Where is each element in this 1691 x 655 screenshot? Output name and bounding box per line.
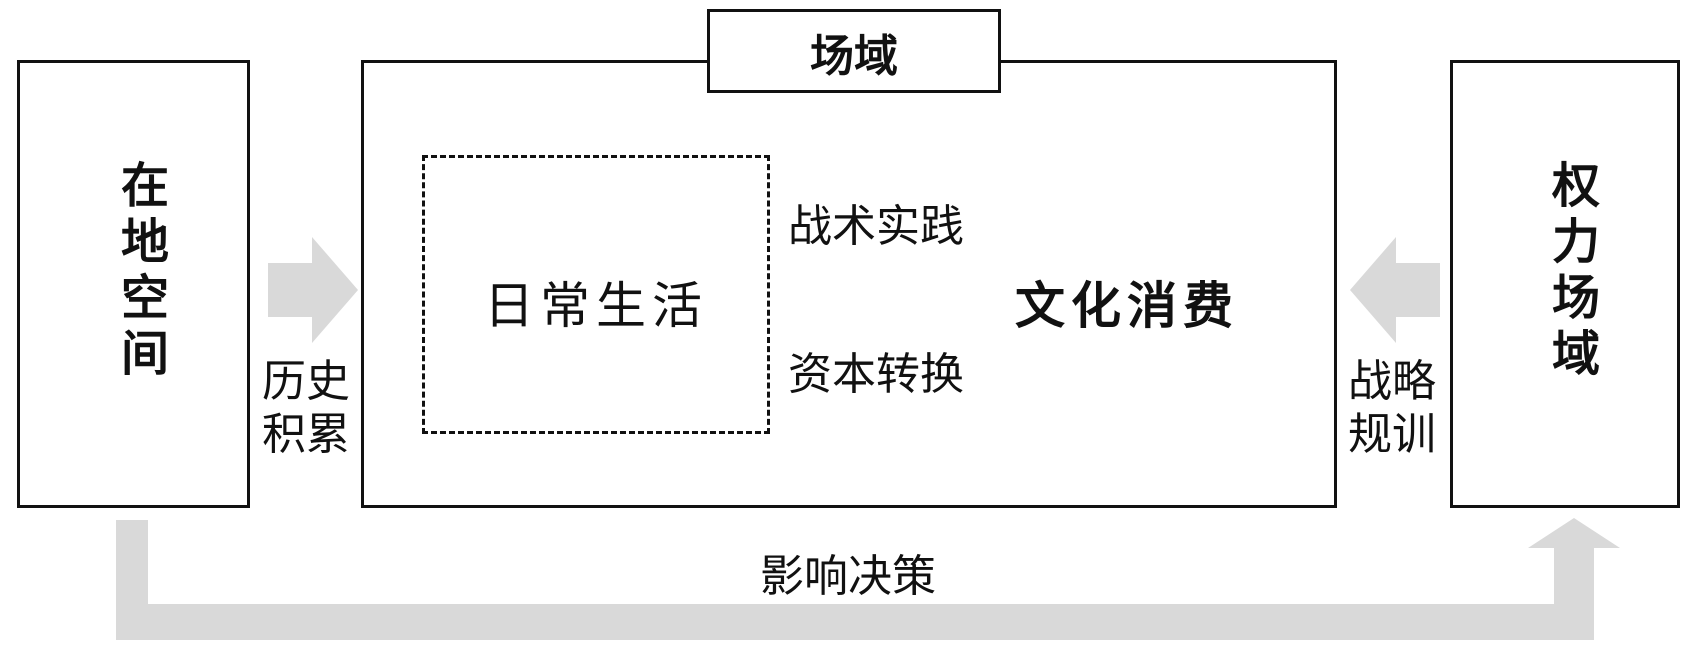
daily-life-box — [422, 155, 770, 434]
strategic-discipline-label-1: 战略 — [1348, 356, 1436, 407]
tactical-practice-label: 战术实践 — [788, 201, 964, 252]
field-title: 场域 — [810, 31, 898, 82]
history-accumulation-label-2: 积累 — [262, 409, 350, 460]
cultural-consumption-label: 文化消费 — [1015, 277, 1239, 335]
history-accumulation-label-1: 历史 — [262, 356, 350, 407]
history-accumulation-arrow — [268, 237, 358, 343]
strategic-discipline-label-2: 规训 — [1348, 409, 1436, 460]
local-space-label: 在地空间 — [112, 160, 168, 384]
strategic-discipline-arrow — [1350, 237, 1440, 343]
power-field-label: 权力场域 — [1543, 160, 1599, 384]
influence-decision-label: 影响决策 — [760, 551, 936, 602]
local-space-box — [17, 60, 250, 508]
daily-life-label: 日常生活 — [484, 277, 708, 335]
field-title-box — [707, 9, 1001, 93]
influence-decision-path — [116, 518, 1620, 640]
power-field-box — [1450, 60, 1680, 508]
capital-conversion-label: 资本转换 — [788, 349, 964, 400]
